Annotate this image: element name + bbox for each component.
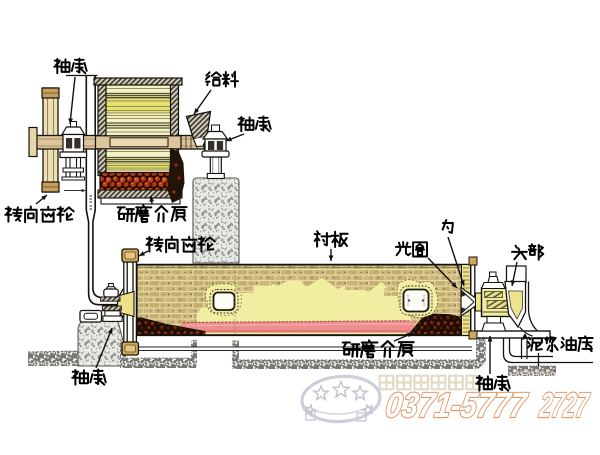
svg-text:0371-5777: 0371-5777 (383, 386, 530, 425)
svg-text:2727: 2727 (537, 386, 592, 425)
